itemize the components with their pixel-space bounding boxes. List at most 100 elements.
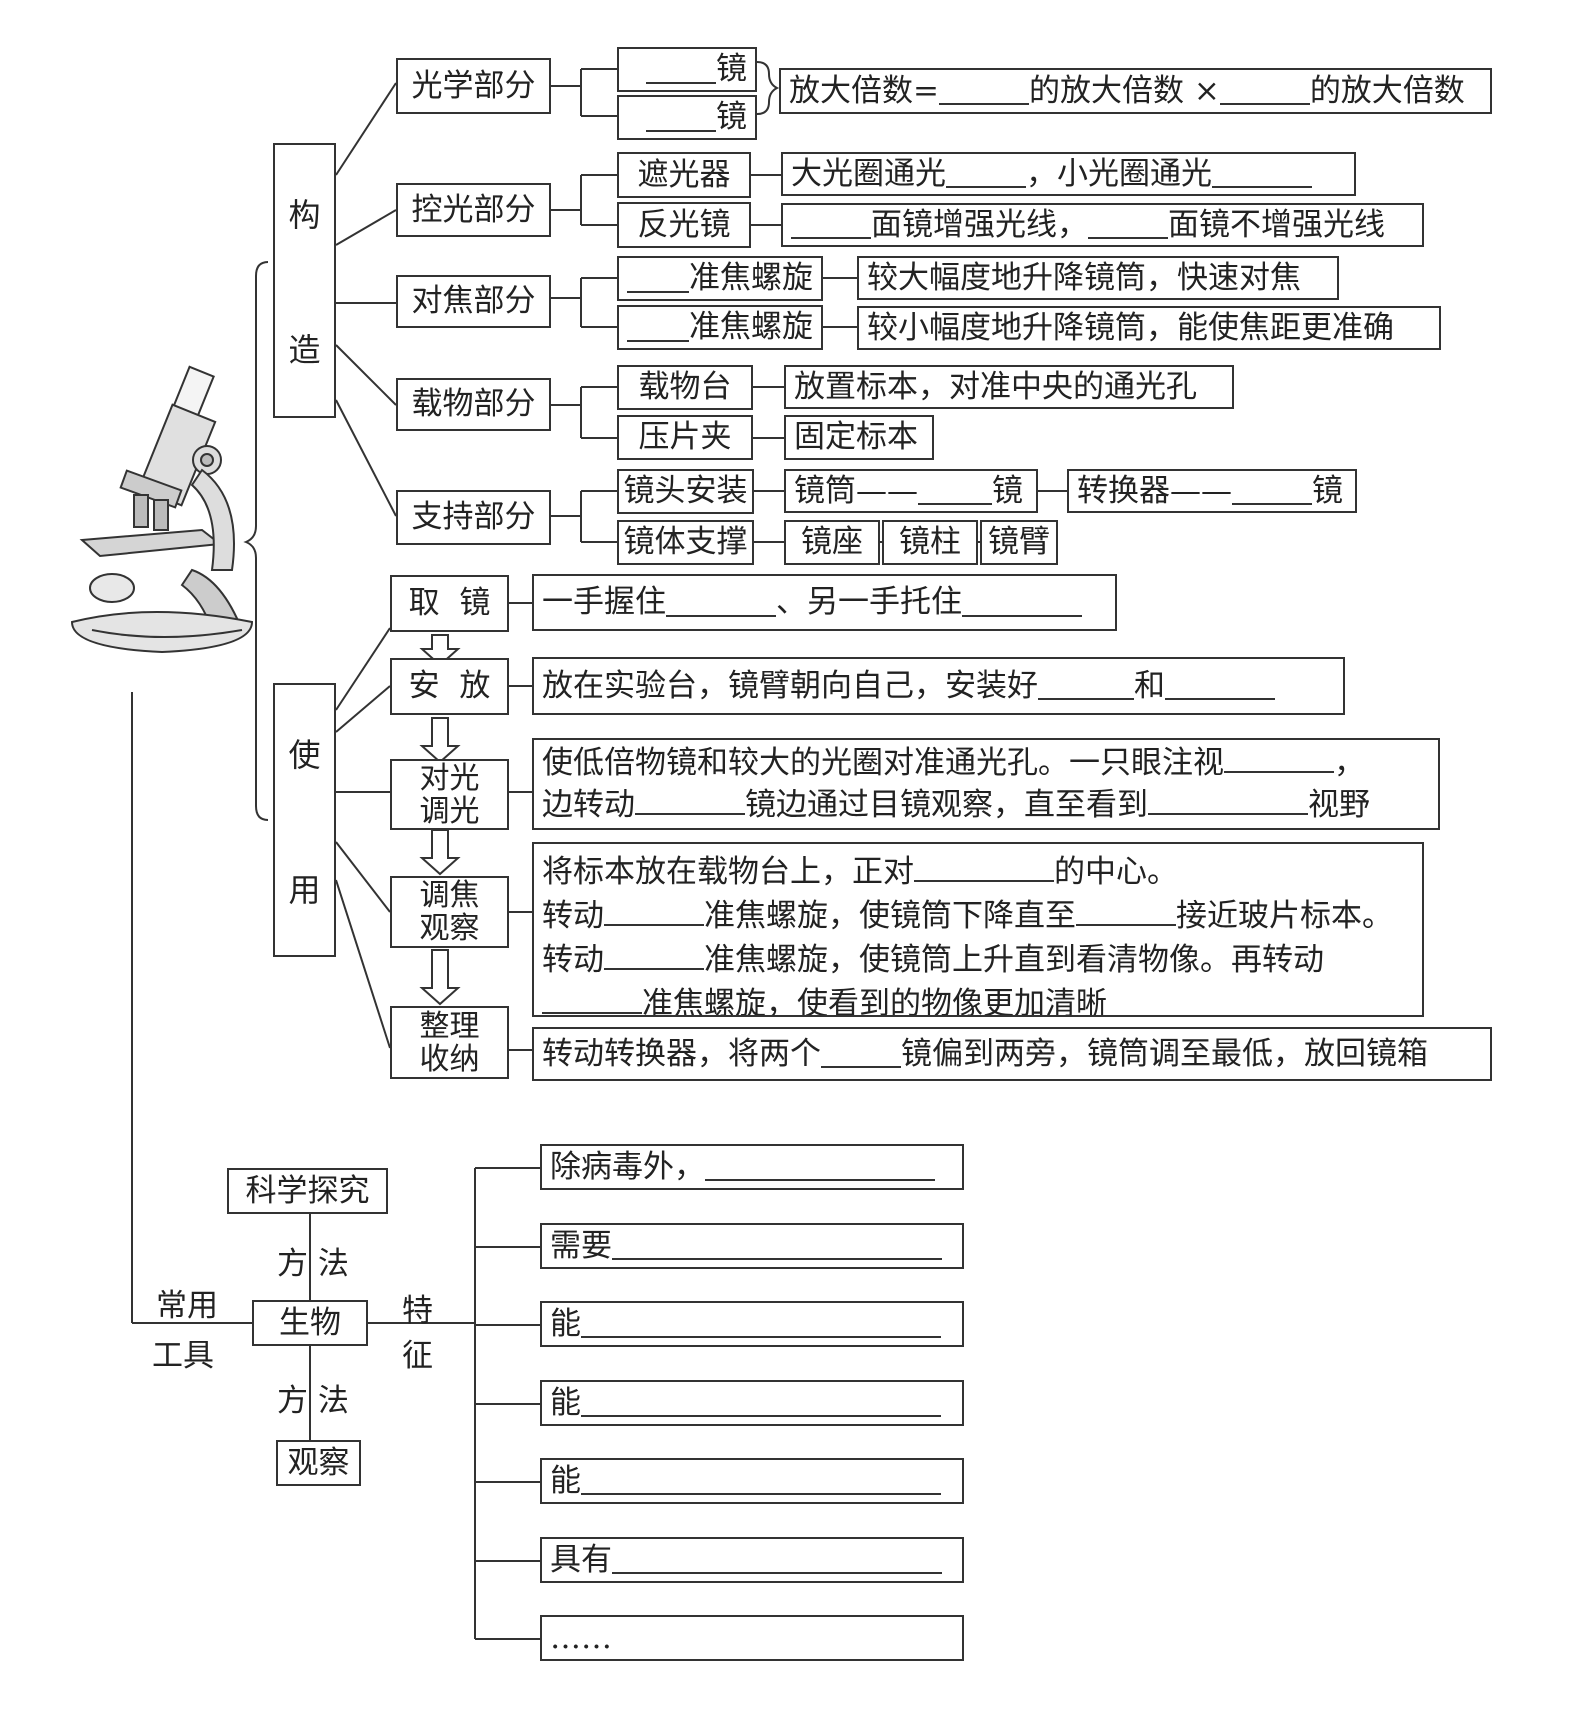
blank	[1076, 898, 1176, 926]
place-desc-a: 放在实验台，镜臂朝向自己，安装好	[542, 667, 1038, 704]
formula-b: 的放大倍数 ×	[1028, 72, 1220, 109]
feature-text-4: 能	[550, 1384, 581, 1421]
light-step-box: 对光调光	[390, 759, 509, 830]
focus-l2-b: 准焦螺旋，使镜筒下降直至	[704, 898, 1076, 934]
focus-l3-b: 准焦螺旋，使镜筒上升直到看清物像。再转动	[704, 942, 1324, 978]
blank	[581, 1467, 941, 1495]
blank	[1232, 477, 1312, 505]
clip-box: 压片夹	[617, 415, 753, 460]
feature-box-7: ……	[540, 1615, 964, 1661]
feature-text-6: 具有	[550, 1541, 612, 1578]
method-top-label: 方 法	[277, 1246, 349, 1282]
stage-box: 载物台	[617, 365, 753, 410]
feature-label-2: 征	[402, 1338, 433, 1374]
blank	[914, 854, 1054, 882]
diaphragm-desc: 大光圈通光 ，小光圈通光	[781, 152, 1356, 196]
usage-title-char-1: 使	[288, 735, 321, 774]
mirror-desc-a: 面镜增强光线，	[871, 206, 1088, 243]
support-part-box: 支持部分	[396, 490, 551, 545]
mirror-desc: 面镜增强光线， 面镜不增强光线	[781, 203, 1424, 247]
stage-desc: 放置标本，对准中央的通光孔	[784, 365, 1234, 409]
structure-title-char-1: 构	[288, 195, 321, 234]
focus-l1-b: 的中心。	[1054, 854, 1178, 890]
feature-text-2: 需要	[550, 1227, 612, 1264]
mirror-desc-b: 面镜不增强光线	[1168, 206, 1385, 243]
tube-a: 镜筒——	[794, 472, 918, 509]
coarse-focus-box: 准焦螺旋	[617, 256, 823, 301]
light-line1-a: 使低倍物镜和较大的光圈对准通光孔。一只眼注视	[542, 745, 1224, 781]
diaphragm-desc-b: ，小光圈通光	[1026, 155, 1212, 192]
blank	[791, 211, 871, 239]
clip-desc: 固定标本	[784, 415, 934, 460]
feature-box-1: 除病毒外，	[540, 1144, 964, 1190]
tool-label-1: 常用	[156, 1288, 218, 1324]
pillar-box: 镜柱	[882, 520, 978, 565]
focus-l2-c: 接近玻片标本。	[1176, 898, 1393, 934]
blank	[962, 589, 1082, 617]
focus-l2-a: 转动	[542, 898, 604, 934]
structure-title: 构 造	[273, 143, 336, 418]
lens-box-1: 镜	[617, 47, 757, 92]
coarse-focus-label: 准焦螺旋	[689, 260, 813, 297]
place-desc: 放在实验台，镜臂朝向自己，安装好 和	[532, 657, 1345, 715]
stage-part-box: 载物部分	[396, 378, 551, 431]
nose-b: 镜	[1312, 472, 1343, 509]
focus-step-label-2: 观察	[419, 911, 480, 946]
blank	[646, 104, 716, 132]
light-line2-c: 视野	[1308, 787, 1370, 823]
feature-text-7: ……	[550, 1619, 612, 1656]
biology-center-box: 生物	[252, 1300, 368, 1346]
focus-l3-a: 转动	[542, 942, 604, 978]
blank	[1038, 672, 1134, 700]
formula-a: 放大倍数=	[789, 72, 939, 109]
feature-text-3: 能	[550, 1305, 581, 1342]
light-desc: 使低倍物镜和较大的光圈对准通光孔。一只眼注视， 边转动镜边通过目镜观察，直至看到…	[532, 738, 1440, 830]
usage-title-char-2: 用	[288, 870, 321, 909]
lens-box-2: 镜	[617, 95, 757, 140]
light-step-label-1: 对光	[419, 760, 480, 796]
blank	[627, 265, 689, 293]
diaphragm-box: 遮光器	[617, 152, 751, 198]
light-line2-b: 镜边通过目镜观察，直至看到	[745, 787, 1148, 823]
take-desc-b: 、另一手托住	[776, 584, 962, 621]
feature-text-1: 除病毒外，	[550, 1148, 705, 1185]
focus-l1-a: 将标本放在载物台上，正对	[542, 854, 914, 890]
nose-a: 转换器——	[1077, 472, 1232, 509]
lens-label-2: 镜	[716, 99, 747, 136]
base-box: 镜座	[784, 520, 880, 565]
feature-box-6: 具有	[540, 1537, 964, 1583]
focus-part-box: 对焦部分	[396, 275, 551, 328]
structure-title-char-2: 造	[288, 331, 321, 370]
blank	[612, 1232, 942, 1260]
take-desc-a: 一手握住	[542, 584, 666, 621]
focus-desc: 将标本放在载物台上，正对 的中心。 转动 准焦螺旋，使镜筒下降直至 接近玻片标本。 转…	[532, 842, 1424, 1017]
optical-part-box: 光学部分	[396, 58, 551, 114]
blank	[821, 1040, 901, 1068]
method-bottom-label: 方 法	[277, 1383, 349, 1419]
blank	[581, 1389, 941, 1417]
place-step-box: 安 放	[390, 658, 509, 715]
blank	[1088, 211, 1168, 239]
blank	[604, 898, 704, 926]
fine-focus-desc: 较小幅度地升降镜筒，能使焦距更准确	[857, 306, 1441, 350]
blank	[666, 589, 776, 617]
tube-b: 镜	[992, 472, 1023, 509]
light-line2-a: 边转动	[542, 787, 635, 823]
feature-box-5: 能	[540, 1458, 964, 1504]
usage-title: 使 用	[273, 683, 336, 957]
fine-focus-label: 准焦螺旋	[689, 309, 813, 346]
feature-text-5: 能	[550, 1462, 581, 1499]
blank	[918, 477, 992, 505]
blank	[1148, 787, 1308, 815]
blank	[635, 787, 745, 815]
focus-step-box: 调焦观察	[390, 876, 509, 948]
tidy-step-label-2: 收纳	[419, 1041, 480, 1077]
tidy-step-box: 整理收纳	[390, 1006, 509, 1079]
blank	[646, 56, 716, 84]
body-support-box: 镜体支撑	[617, 520, 754, 565]
tidy-step-label-1: 整理	[419, 1008, 480, 1044]
take-step-box: 取 镜	[390, 575, 509, 632]
blank	[938, 77, 1029, 105]
take-desc: 一手握住 、另一手托住	[532, 574, 1117, 631]
